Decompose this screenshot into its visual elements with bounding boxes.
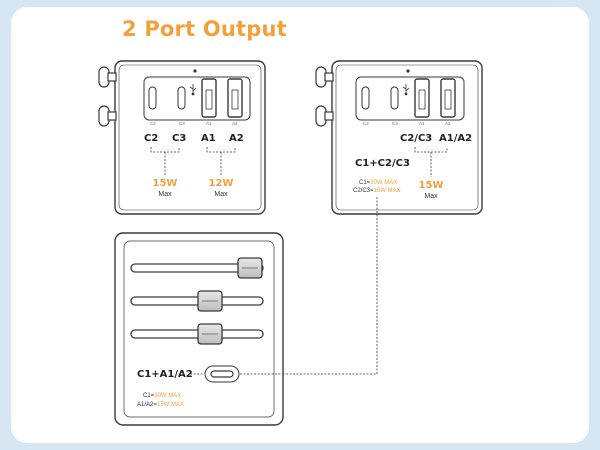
bottom-note-a1a2: A1/A2=15W MAX (137, 402, 184, 408)
tiny-label-a1: A1 (206, 121, 212, 126)
left-group1-value: 15W (152, 178, 178, 189)
right-group-max: Max (424, 193, 438, 200)
slider-rail-2 (130, 290, 264, 312)
port-label-c3: C3 (172, 133, 187, 144)
tiny-label-c3: C3 (179, 121, 185, 126)
left-group2-value: 12W (208, 178, 234, 189)
left-group1-max: Max (158, 191, 172, 198)
right-usb-c-port-c2 (361, 86, 370, 110)
left-port-panel (143, 76, 251, 121)
right-bracket-a (414, 147, 448, 177)
tiny-label-a2: A2 (445, 121, 451, 126)
port-label-a1: A1 (201, 133, 216, 144)
tiny-label-a1: A1 (419, 121, 425, 126)
left-group2-max: Max (214, 191, 228, 198)
right-usb-a-port-a1 (414, 78, 430, 118)
left-usb-c-port-c3 (177, 86, 186, 110)
usb-symbol-icon (402, 84, 410, 96)
right-indicator-dot (406, 69, 410, 73)
right-combo-label: C1+C2/C3 (355, 158, 410, 169)
right-group-value: 15W (418, 180, 444, 191)
port-label-a2: A2 (229, 133, 244, 144)
left-usb-a-port-a1 (201, 78, 217, 118)
port-label-c2: C2 (144, 133, 159, 144)
tiny-label-c3: C3 (392, 121, 398, 126)
right-usb-c-port-c3 (390, 86, 399, 110)
right-port-panel (355, 76, 465, 121)
right-adapter-pin-bottom (315, 105, 334, 127)
tiny-label-a2: A2 (232, 121, 238, 126)
left-adapter-pin-top (98, 66, 117, 88)
right-note-c1: C1=30W MAX (359, 180, 398, 186)
left-usb-c-port-c2 (148, 86, 157, 110)
bottom-note-c1: C1=30W MAX (143, 393, 182, 399)
bottom-usb-c-port-c1 (204, 365, 240, 383)
port-label-a1-a2: A1/A2 (439, 133, 473, 144)
left-usb-a-port-a2 (227, 78, 243, 118)
right-adapter-pin-top (315, 66, 334, 88)
left-bracket-a (206, 147, 236, 175)
tiny-label-c2: C2 (150, 121, 156, 126)
left-adapter-pin-bottom (98, 105, 117, 127)
tiny-label-c2: C2 (363, 121, 369, 126)
usb-symbol-icon (189, 84, 197, 96)
left-adapter (98, 60, 266, 215)
slider-rail-1 (130, 257, 264, 279)
right-leader-line (281, 197, 378, 375)
right-note-c2c3: C2/C3=15W MAX (353, 188, 401, 194)
left-indicator-dot (193, 69, 197, 73)
page-title: 2 Port Output (122, 17, 287, 41)
bottom-adapter (114, 232, 284, 426)
port-label-c2-c3: C2/C3 (400, 133, 433, 144)
left-bracket-c (150, 147, 180, 175)
slider-rail-3 (130, 323, 264, 345)
right-usb-a-port-a2 (440, 78, 456, 118)
bottom-combo-label: C1+A1/A2 (137, 369, 193, 380)
right-adapter (281, 60, 483, 375)
